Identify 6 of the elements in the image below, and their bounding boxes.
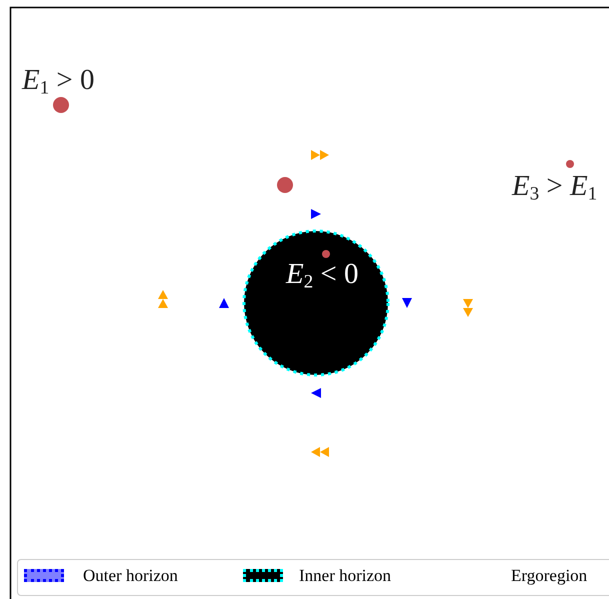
legend-label: Inner horizon: [299, 567, 392, 584]
energy-label: E$_{2}$ < 0: [286, 260, 358, 293]
energy-label: E$_{1}$ > 0: [22, 66, 94, 99]
legend-label: Ergoregion: [511, 567, 588, 584]
energy-label: E$_{3}$ > E$_{1}$: [512, 172, 598, 205]
legend-label: Outer horizon: [83, 567, 178, 584]
